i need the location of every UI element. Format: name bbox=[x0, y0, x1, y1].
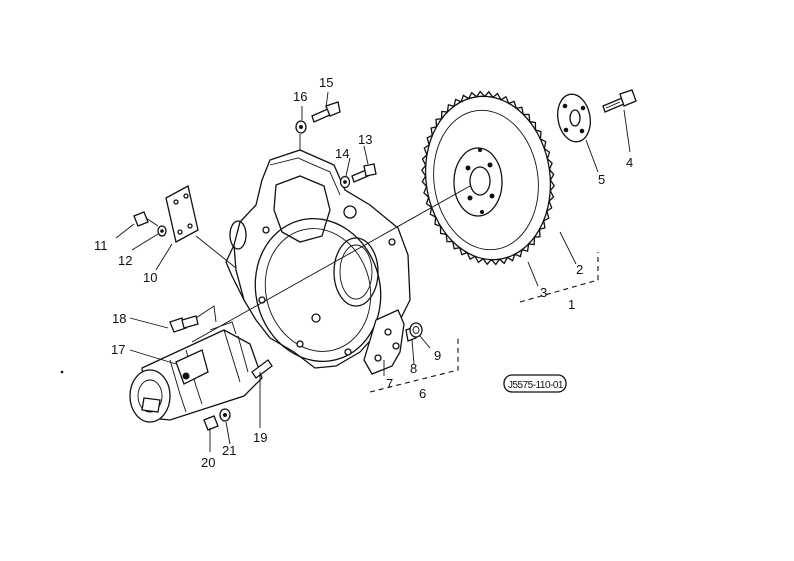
label-part-21: 21 bbox=[222, 443, 236, 458]
starter-motor bbox=[129, 321, 263, 423]
starter-bolt bbox=[169, 315, 199, 333]
leader-lines bbox=[115, 91, 631, 452]
label-part-15: 15 bbox=[319, 75, 333, 90]
bolt-11-and-washer-12 bbox=[133, 211, 167, 237]
stud bbox=[251, 359, 273, 379]
label-part-7: 7 bbox=[386, 376, 393, 391]
bolt-18-leader-bracket bbox=[195, 305, 217, 323]
nut-20-and-washer-21 bbox=[203, 408, 231, 431]
grouping-brackets bbox=[369, 252, 599, 393]
cover-plate bbox=[165, 185, 237, 269]
bracket bbox=[363, 309, 405, 375]
bolt-13-and-washer-14 bbox=[339, 163, 377, 189]
label-part-18: 18 bbox=[112, 311, 126, 326]
bolt-15-and-washer-16 bbox=[295, 101, 341, 134]
label-part-5: 5 bbox=[598, 172, 605, 187]
speck bbox=[60, 370, 64, 374]
label-part-4: 4 bbox=[626, 155, 633, 170]
label-part-14: 14 bbox=[335, 146, 349, 161]
label-part-8: 8 bbox=[410, 361, 417, 376]
reference-code-badge: J5575-110-01 bbox=[503, 374, 567, 393]
callout-labels: 1 2 3 4 5 6 7 8 9 10 11 12 13 14 15 16 1… bbox=[94, 75, 633, 470]
pin-8-and-washer-9 bbox=[405, 322, 423, 342]
label-part-11: 11 bbox=[94, 238, 108, 253]
flywheel-bolt bbox=[602, 89, 637, 113]
flywheel bbox=[420, 90, 556, 266]
label-part-2: 2 bbox=[576, 262, 583, 277]
flywheel-housing bbox=[225, 134, 411, 369]
label-part-17: 17 bbox=[111, 342, 125, 357]
label-part-3: 3 bbox=[540, 285, 547, 300]
label-part-13: 13 bbox=[358, 132, 372, 147]
label-part-12: 12 bbox=[118, 253, 132, 268]
label-part-6: 6 bbox=[419, 386, 426, 401]
label-part-10: 10 bbox=[143, 270, 157, 285]
label-part-19: 19 bbox=[253, 430, 267, 445]
flange-plate bbox=[557, 93, 591, 143]
label-part-20: 20 bbox=[201, 455, 215, 470]
reference-code: J5575-110-01 bbox=[508, 380, 564, 391]
label-part-16: 16 bbox=[293, 89, 307, 104]
label-part-9: 9 bbox=[434, 348, 441, 363]
label-part-1: 1 bbox=[568, 297, 575, 312]
center-axis-line bbox=[191, 185, 471, 343]
